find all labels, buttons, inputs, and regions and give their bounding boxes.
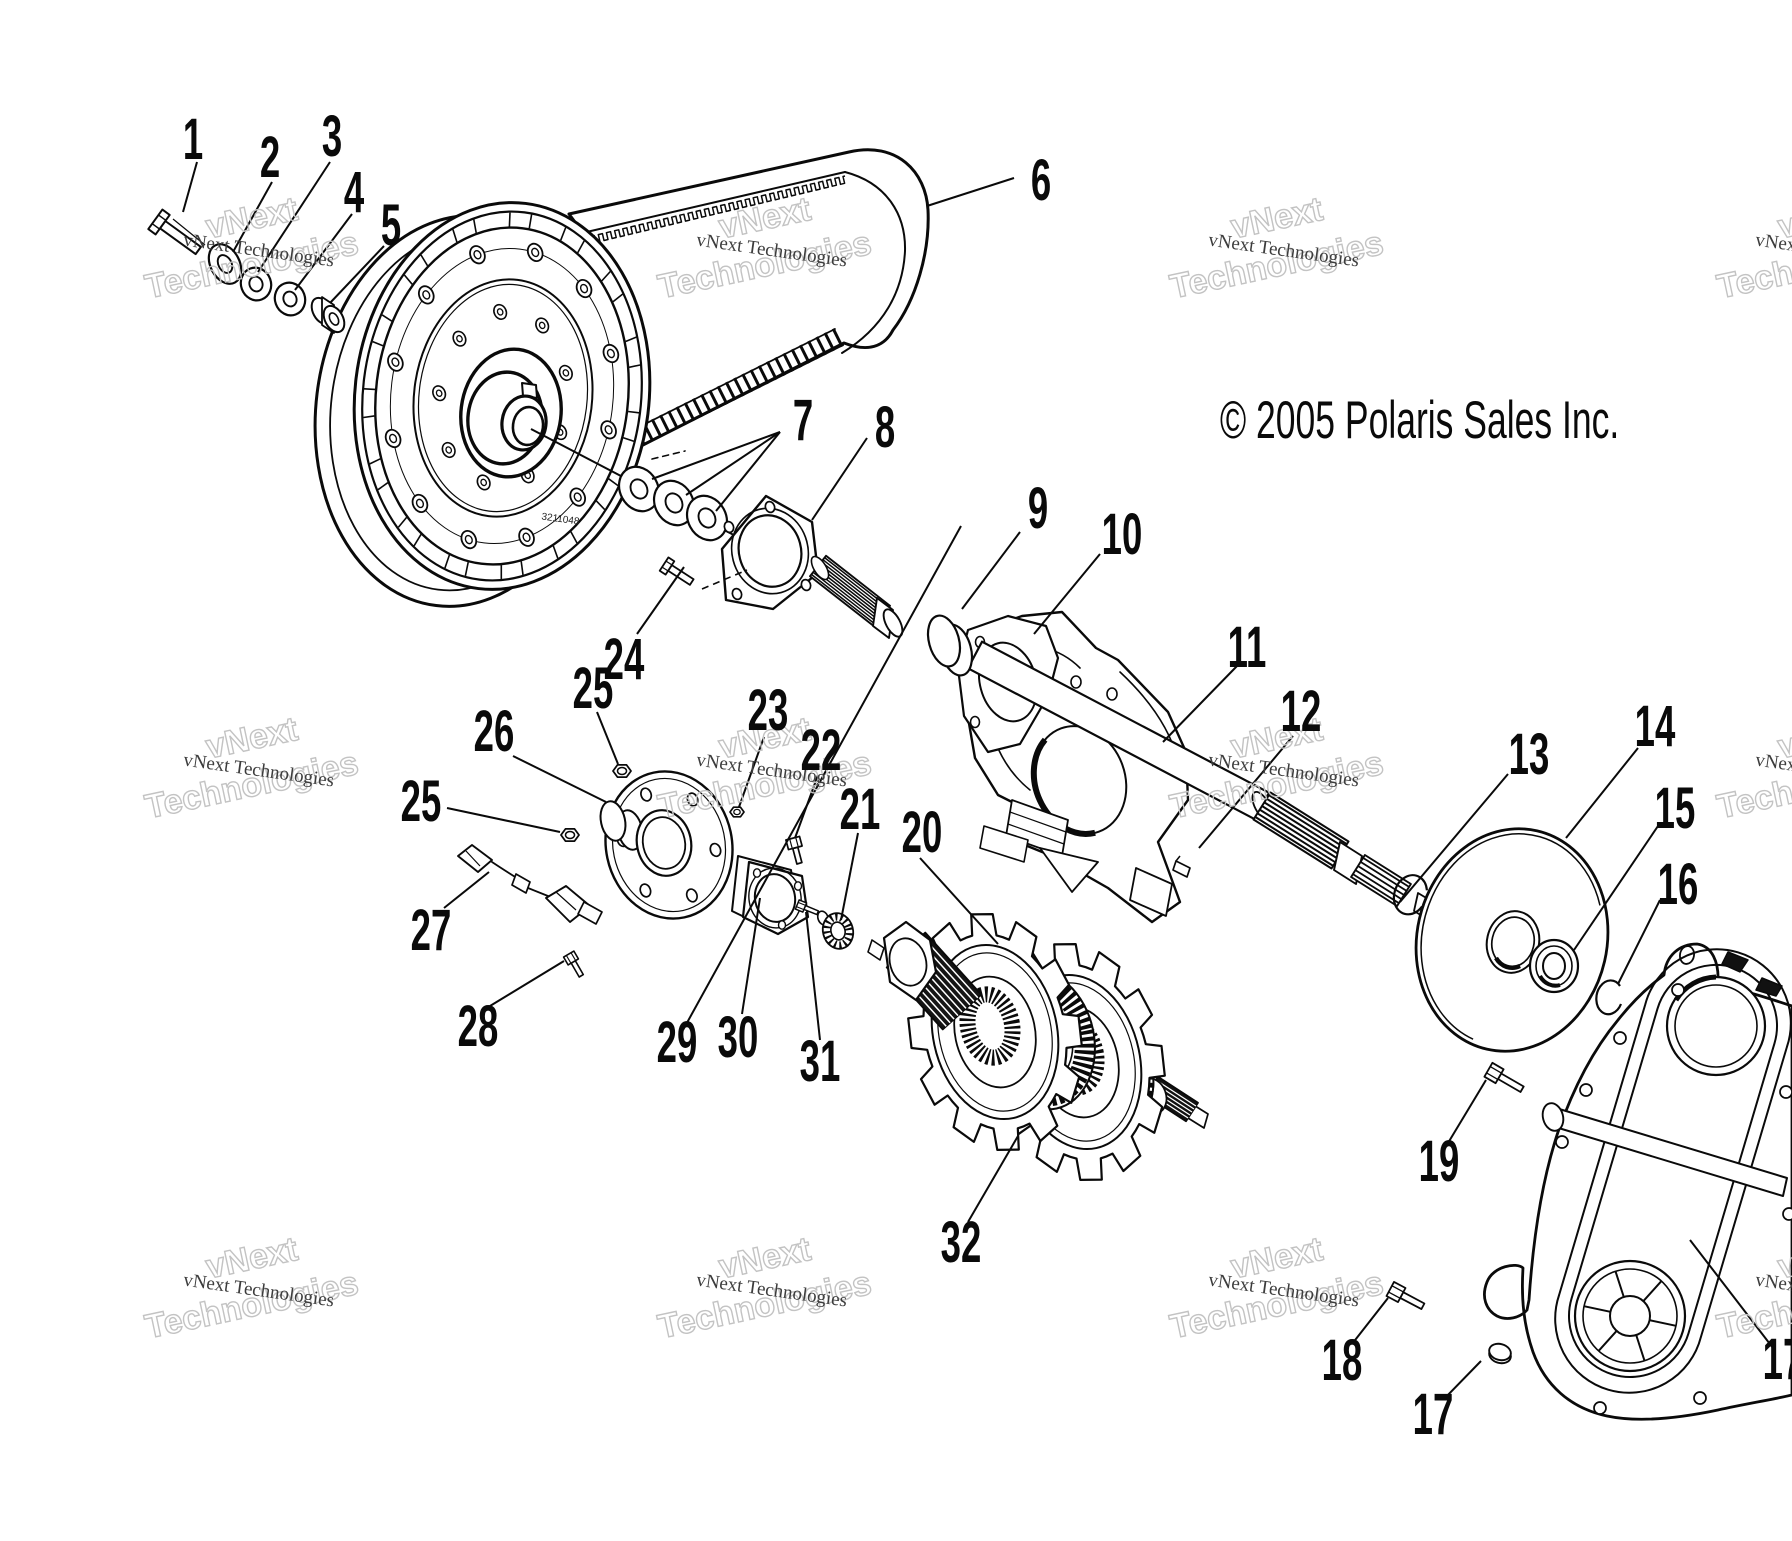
svg-text:18: 18 (1322, 1329, 1363, 1394)
svg-text:13: 13 (1509, 723, 1550, 788)
svg-text:27: 27 (411, 899, 452, 964)
svg-text:12: 12 (1281, 680, 1322, 745)
svg-text:25: 25 (401, 770, 442, 835)
svg-text:25: 25 (573, 657, 614, 722)
svg-text:3: 3 (322, 105, 342, 170)
svg-text:7: 7 (793, 389, 813, 454)
svg-text:4: 4 (344, 161, 364, 226)
svg-text:31: 31 (800, 1030, 841, 1095)
svg-text:5: 5 (381, 194, 401, 259)
svg-text:21: 21 (840, 778, 881, 843)
svg-text:8: 8 (875, 396, 895, 461)
svg-text:2: 2 (260, 126, 280, 191)
svg-text:32: 32 (941, 1211, 982, 1276)
svg-text:24: 24 (604, 628, 645, 693)
svg-text:11: 11 (1228, 616, 1267, 681)
svg-text:10: 10 (1102, 503, 1143, 568)
svg-text:14: 14 (1635, 695, 1676, 760)
svg-text:20: 20 (902, 801, 943, 866)
svg-text:1: 1 (183, 108, 203, 173)
svg-text:28: 28 (458, 995, 499, 1060)
svg-text:15: 15 (1655, 777, 1696, 842)
svg-text:6: 6 (1031, 149, 1051, 214)
svg-text:17: 17 (1763, 1328, 1792, 1393)
svg-text:19: 19 (1419, 1130, 1460, 1195)
svg-text:30: 30 (718, 1006, 759, 1071)
svg-text:16: 16 (1658, 853, 1699, 918)
svg-text:29: 29 (657, 1011, 698, 1076)
svg-text:17: 17 (1413, 1383, 1454, 1448)
svg-text:26: 26 (474, 700, 515, 765)
svg-text:9: 9 (1028, 477, 1048, 542)
svg-text:22: 22 (801, 719, 842, 784)
svg-text:© 2005 Polaris Sales Inc.: © 2005 Polaris Sales Inc. (1220, 390, 1619, 450)
svg-text:23: 23 (748, 679, 789, 744)
svg-text:3211048: 3211048 (541, 511, 581, 527)
